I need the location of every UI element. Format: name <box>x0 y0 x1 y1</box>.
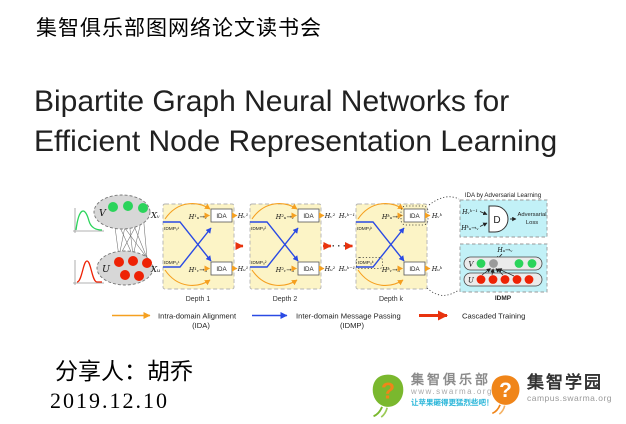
h1-uv-label: H¹ᵤ→ᵥ <box>188 213 208 221</box>
zoom-connector-bottom <box>426 287 460 296</box>
swarma-campus-apple-icon: ? <box>491 375 520 415</box>
idmp-v-row-label: V <box>468 261 474 269</box>
discriminator-shape <box>488 205 509 233</box>
idmp-huv-label: Hᵤ→ᵥ <box>496 247 512 254</box>
hk-1-u-input: Hᵤᵏ⁻¹ <box>338 265 355 273</box>
h1-vu-label: H¹ᵥ→ᵤ <box>188 266 208 274</box>
idmp-uk-dotted-outline <box>356 257 383 269</box>
u-node-set: U <box>96 250 154 286</box>
swarma-club-apple-icon: ? <box>372 374 404 418</box>
legend-ida-label: Intra-domain Alignment <box>158 312 237 321</box>
club-url: www.swarma.org <box>411 387 493 396</box>
ida-box-label: IDA <box>409 266 420 273</box>
message-passing-arrows <box>481 268 515 277</box>
u-distribution-curve-icon <box>73 260 104 285</box>
hk-1-v-input: Hᵥᵏ⁻¹ <box>338 212 355 220</box>
hk-u-output: Hᵤᵏ <box>431 265 443 273</box>
swarma-club-logo: ? 集智俱乐部 www.swarma.org 让苹果砸得更猛烈些吧！ <box>371 372 494 418</box>
h2-vu-label: H²ᵥ→ᵤ <box>275 266 295 274</box>
idmp-v2-label: IDMPᵥ² <box>251 226 267 232</box>
title-line-1: Bipartite Graph Neural Networks for <box>34 85 510 118</box>
page-title: Bipartite Graph Neural Networks for Effi… <box>34 82 557 162</box>
zoom-connector-top <box>428 196 460 206</box>
depth-1-block: IDMPᵥ¹ IDMPᵤ¹ H¹ᵤ→ᵥ H¹ᵥ→ᵤ IDA IDA Depth … <box>162 203 238 303</box>
legend-idmp-abbr: (IDMP) <box>340 321 365 330</box>
idmp-u2-label: IDMPᵤ² <box>251 260 267 266</box>
adversarial-loss-line1: Adversarial <box>518 212 547 218</box>
ida-box-label: IDA <box>303 213 314 220</box>
ida-box-label: IDA <box>216 213 227 220</box>
discriminator-label: D <box>493 215 500 226</box>
club-question-mark: ? <box>381 377 395 403</box>
legend-cascade-label: Cascaded Training <box>462 312 525 321</box>
idmp-panel-caption: IDMP <box>495 295 512 302</box>
idmp-v1-label: IDMPᵥ¹ <box>164 226 180 232</box>
v-distribution-curve-icon <box>73 208 104 233</box>
v-node-set: V <box>93 194 151 230</box>
presentation-date: 2019.12.10 <box>50 388 169 413</box>
architecture-figure: V U Xᵥ Xᵤ IDMPᵥ¹ IDMPᵤ¹ H¹ᵤ→ᵥ H¹ᵥ→ᵤ IDA <box>73 192 548 330</box>
hk-uv-label: Hᵏᵤ→ᵥ <box>381 213 401 221</box>
ida-box-label: IDA <box>216 266 227 273</box>
h2-u-output: Hᵤ² <box>324 265 336 273</box>
idmp-u-row-label: U <box>468 277 475 285</box>
title-line-2: Efficient Node Representation Learning <box>34 125 558 158</box>
hk-v-output: Hᵥᵏ <box>431 212 443 220</box>
adversarial-loss-line2: Loss <box>526 220 538 226</box>
depth-2-caption: Depth 2 <box>273 296 298 303</box>
presenter-name: 分享人：胡乔 <box>55 359 193 384</box>
campus-question-mark: ? <box>499 379 512 402</box>
ida-box-label: IDA <box>409 213 420 220</box>
x-u-label: Xᵤ <box>150 265 160 275</box>
u-set-label: U <box>102 264 111 275</box>
h2-v-output: Hᵥ² <box>324 212 336 220</box>
h2-uv-label: H²ᵤ→ᵥ <box>275 213 295 221</box>
adversarial-panel-title: IDA by Adversarial Learning <box>465 192 542 199</box>
legend-ida-abbr: (IDA) <box>192 321 210 330</box>
idmp-u1-label: IDMPᵤ¹ <box>164 260 180 266</box>
adversarial-panel: Hᵥᵏ⁻¹ Hᵏᵤ→ᵥ D Adversarial Loss <box>459 199 548 238</box>
ellipsis-dots: · · · <box>332 241 346 251</box>
swarma-campus-logo: ? 集智学园 campus.swarma.org <box>490 373 612 415</box>
x-v-label: Xᵥ <box>150 211 160 221</box>
adv-hv-label: Hᵥᵏ⁻¹ <box>461 209 478 216</box>
idmp-panel: Hᵤ→ᵥ V U IDMP <box>459 243 548 302</box>
depth-k-caption: Depth k <box>379 296 404 303</box>
idmp-vk-label: IDMPᵥᵏ <box>357 226 373 232</box>
legend-idmp-label: Inter-domain Message Passing <box>296 312 401 321</box>
adv-huv-label: Hᵏᵤ→ᵥ <box>460 225 479 232</box>
depth-2-block: IDMPᵥ² IDMPᵤ² H²ᵤ→ᵥ H²ᵥ→ᵤ IDA IDA Depth … <box>249 203 325 303</box>
figure-legend: Intra-domain Alignment (IDA) Inter-domai… <box>112 310 525 330</box>
h1-v-output: Hᵥ¹ <box>237 212 249 220</box>
depth-k-block: IDMPᵥᵏ IDMPᵤᵏ Hᵏᵤ→ᵥ Hᵏᵥ→ᵤ IDA IDA Depth … <box>355 203 431 303</box>
idmp-uk-label: IDMPᵤᵏ <box>358 260 374 266</box>
club-slogan: 让苹果砸得更猛烈些吧！ <box>411 398 494 407</box>
depth-1-caption: Depth 1 <box>186 296 211 303</box>
hk-vu-label: Hᵏᵥ→ᵤ <box>381 266 401 274</box>
ida-box-label: IDA <box>303 266 314 273</box>
h1-u-output: Hᵤ¹ <box>237 265 249 273</box>
campus-name: 集智学园 <box>527 373 603 392</box>
v-set-label: V <box>99 208 107 219</box>
aggregated-node <box>489 259 498 268</box>
club-name: 集智俱乐部 <box>411 372 492 387</box>
campus-url: campus.swarma.org <box>527 393 613 403</box>
series-title: 集智俱乐部图网络论文读书会 <box>36 16 322 40</box>
